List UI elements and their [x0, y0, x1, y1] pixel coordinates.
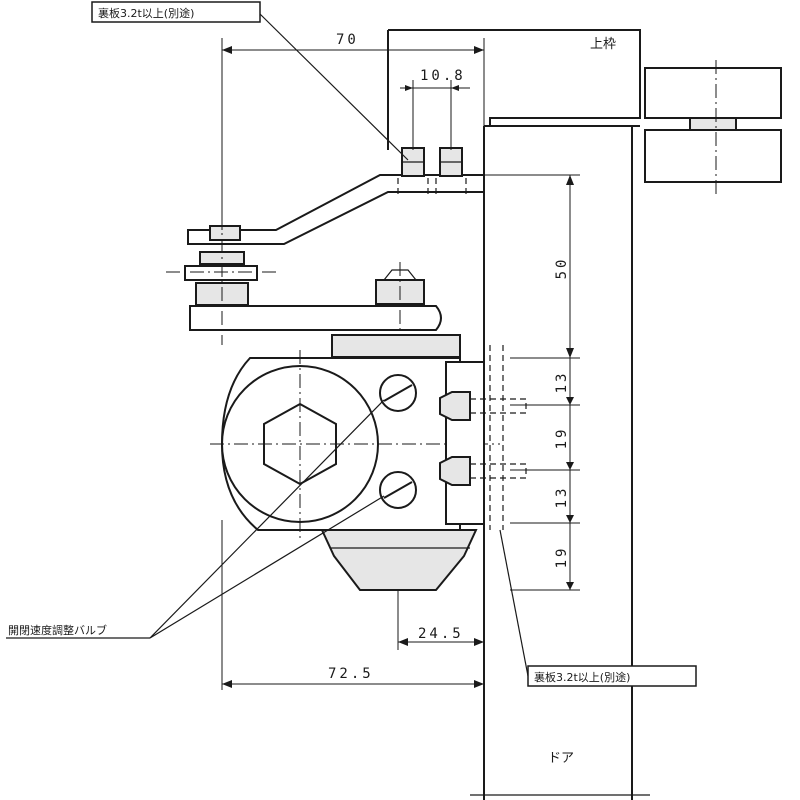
dimension-10-8: 10.8 [400, 68, 470, 150]
dimension-50: 50 [484, 174, 580, 358]
note-backplate-bottom-text: 裏板3.2t以上(別途) [534, 670, 630, 684]
dim-13-lower-label: 13 [554, 486, 570, 509]
door-mount-screws [439, 391, 527, 486]
note-valve: 開閉速度調整バルブ [6, 399, 385, 639]
upper-frame-label: 上枠 [590, 37, 616, 52]
note-backplate-bottom: 裏板3.2t以上(別途) [499, 529, 697, 687]
dim-24-5-label: 24.5 [418, 626, 464, 642]
dimension-70: 70 [221, 32, 485, 230]
dim-19-upper-label: 19 [554, 427, 570, 450]
note-backplate-top: 裏板3.2t以上(別途) [91, 1, 409, 161]
dim-50-label: 50 [554, 257, 570, 280]
dimension-chain-right: 13 19 13 19 [510, 357, 580, 591]
note-backplate-top-text: 裏板3.2t以上(別途) [98, 6, 194, 20]
dim-19-lower-label: 19 [554, 546, 570, 569]
speed-adjust-valves [379, 374, 417, 509]
door: ドア [470, 126, 650, 800]
upper-frame: 上枠 [387, 29, 782, 195]
top-bracket [187, 147, 485, 245]
dimension-24-5: 24.5 [397, 590, 484, 650]
dim-70-label: 70 [336, 32, 359, 48]
door-label: ドア [548, 751, 574, 766]
dim-13-upper-label: 13 [554, 371, 570, 394]
dim-72-5-label: 72.5 [328, 666, 374, 682]
note-valve-text: 開閉速度調整バルブ [8, 623, 107, 637]
dim-10-8-label: 10.8 [420, 68, 466, 84]
arm-assembly [166, 215, 442, 345]
dimension-72-5: 72.5 [221, 520, 484, 690]
